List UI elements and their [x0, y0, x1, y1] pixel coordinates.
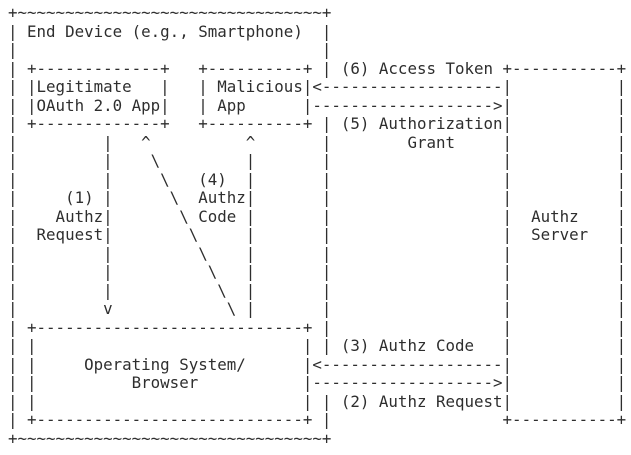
ascii-diagram: +~~~~~~~~~~~~~~~~~~~~~~~~~~~~~~~~+ | End… [8, 3, 627, 448]
ascii-diagram-screen: +~~~~~~~~~~~~~~~~~~~~~~~~~~~~~~~~+ | End… [8, 3, 627, 448]
